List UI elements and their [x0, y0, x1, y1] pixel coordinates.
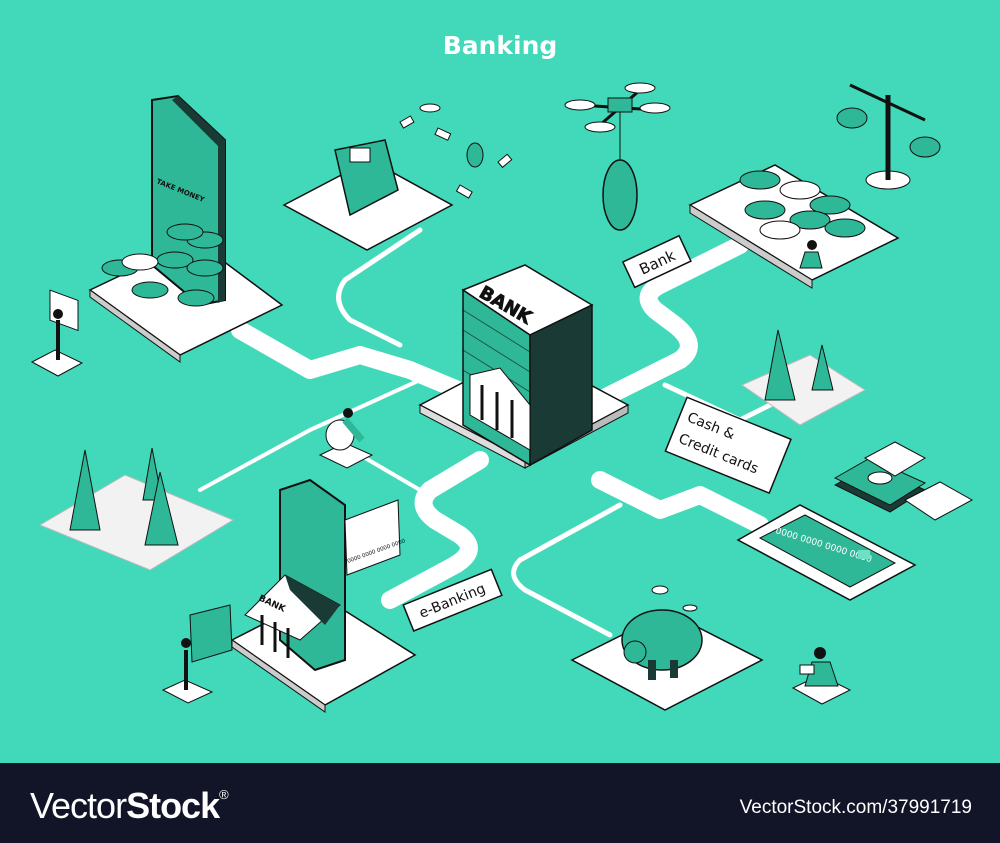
- roads: [198, 227, 793, 638]
- ebanking-platform: BANK 0000 0000 0000 0000: [161, 478, 417, 713]
- trees-right: [740, 329, 866, 426]
- credit-card-platform: 0000 0000 0000 0000: [736, 504, 917, 601]
- central-bank: BANK: [418, 264, 630, 469]
- person-beanbag: [318, 408, 374, 469]
- trees-left: [38, 447, 235, 571]
- drone-coin: [564, 82, 671, 231]
- person-laptop: [791, 647, 852, 705]
- bank-sign: Bank: [621, 234, 692, 289]
- piggy-bank-platform: [570, 585, 764, 711]
- phone-coins-platform: TAKE MONEY: [30, 94, 284, 377]
- scales-icon: [836, 83, 941, 190]
- watermark-footer: VectorStock® VectorStock.com/37991719: [0, 763, 1000, 843]
- illustration-title: Banking: [443, 31, 558, 60]
- vectorstock-logo: VectorStock®: [30, 785, 229, 826]
- image-reference: VectorStock.com/37991719: [739, 797, 972, 818]
- wallet-platform: [282, 103, 513, 251]
- coins-platform: [688, 164, 900, 289]
- banking-illustration: Banking BANK TAKE MONEY: [30, 31, 974, 713]
- coin-stack: [101, 223, 224, 307]
- cash-stacks: [833, 441, 974, 521]
